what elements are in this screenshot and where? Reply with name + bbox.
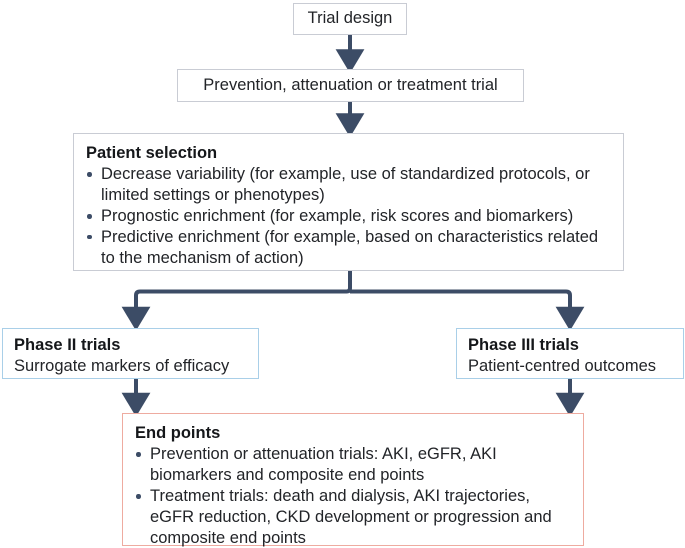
list-item: Treatment trials: death and dialysis, AK…	[135, 486, 571, 548]
phase-ii-subtitle: Surrogate markers of efficacy	[14, 357, 230, 376]
list-item: Decrease variability (for example, use o…	[86, 164, 611, 206]
list-item-text: Prevention or attenuation trials: AKI, e…	[150, 445, 497, 485]
phase-iii-subtitle: Patient-centred outcomes	[468, 357, 657, 376]
phase-ii-title: Phase II trials	[14, 336, 121, 354]
prevention-trial-label: Prevention, attenuation or treatment tri…	[203, 75, 498, 94]
bullet-dot-icon	[136, 452, 141, 457]
phase-iii-title: Phase III trials	[468, 336, 579, 354]
node-phase-ii-trials: Phase II trials Surrogate markers of eff…	[2, 328, 259, 379]
patient-selection-bullet-list: Decrease variability (for example, use o…	[86, 164, 611, 268]
node-trial-design: Trial design	[293, 3, 407, 35]
list-item: Prognostic enrichment (for example, risk…	[86, 206, 611, 227]
list-item-text: Decrease variability (for example, use o…	[101, 165, 590, 205]
list-item-text: Prognostic enrichment (for example, risk…	[101, 207, 574, 226]
patient-selection-title: Patient selection	[86, 144, 218, 162]
bullet-dot-icon	[87, 214, 92, 219]
end-points-title: End points	[135, 424, 221, 442]
list-item: Predictive enrichment (for example, base…	[86, 227, 611, 269]
node-phase-iii-trials: Phase III trials Patient-centred outcome…	[456, 328, 684, 379]
arrow-patient-selection-to-phase3	[350, 289, 585, 331]
trial-design-label: Trial design	[307, 9, 393, 28]
bullet-dot-icon	[87, 172, 92, 177]
list-item-text: Treatment trials: death and dialysis, AK…	[150, 487, 552, 547]
node-prevention-trial: Prevention, attenuation or treatment tri…	[177, 69, 524, 102]
node-patient-selection: Patient selection Decrease variability (…	[73, 133, 624, 271]
end-points-bullet-list: Prevention or attenuation trials: AKI, e…	[135, 444, 571, 548]
bullet-dot-icon	[136, 494, 141, 499]
list-item-text: Predictive enrichment (for example, base…	[101, 227, 599, 267]
node-end-points: End points Prevention or attenuation tri…	[122, 413, 584, 548]
bullet-dot-icon	[87, 234, 92, 240]
list-item: Prevention or attenuation trials: AKI, e…	[135, 444, 571, 486]
arrow-patient-selection-to-phase2	[121, 271, 352, 331]
